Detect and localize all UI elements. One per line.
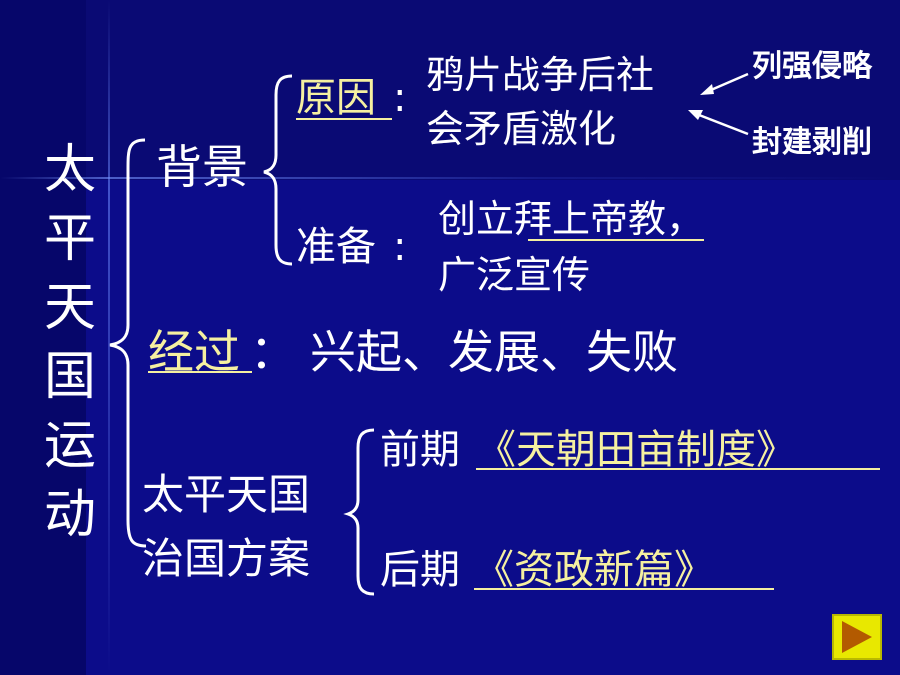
arrow-invasion-head [700, 84, 714, 95]
background-label: 背景 [156, 140, 248, 194]
arrow-exploitation-line [693, 111, 749, 136]
factor-exploitation: 封建剥削 [752, 125, 872, 160]
title-char: 动 [43, 485, 96, 545]
title-char: 天 [43, 278, 96, 338]
late-doc: 《资政新篇》 [474, 547, 714, 593]
cause-text-line2: 会矛盾激化 [426, 107, 617, 151]
cause-text-line1: 鸦片战争后社 [426, 53, 655, 97]
prep-colon: : [393, 224, 407, 270]
plan-label-line1: 太平天国 [142, 470, 311, 519]
glow-line-vertical [108, 0, 110, 675]
left-panel [0, 0, 86, 675]
cause-label: 原因 [296, 75, 376, 121]
main-brace [109, 138, 147, 548]
background-brace [263, 74, 293, 266]
plan-brace [343, 428, 375, 596]
plan-label-line2: 治国方案 [142, 534, 311, 583]
arrow-exploitation-head [688, 110, 703, 120]
title-char: 运 [43, 416, 96, 476]
course-colon: ： [250, 325, 296, 379]
title-char: 平 [43, 209, 96, 269]
top-band [86, 0, 900, 180]
prep-label: 准备 [296, 224, 376, 270]
prep-text-line1: 创立拜上帝教， [438, 197, 705, 241]
factor-invasion: 列强侵略 [752, 49, 872, 84]
next-slide-button[interactable] [832, 614, 882, 660]
course-label: 经过 [148, 325, 240, 379]
prep-text-line2: 广泛宣传 [438, 253, 591, 297]
glow-line-horizontal [0, 177, 900, 179]
play-arrow-icon [842, 621, 872, 653]
late-label: 后期 [380, 547, 460, 593]
early-doc: 《天朝田亩制度》 [476, 427, 796, 473]
title-char: 太 [43, 140, 96, 200]
title-char: 国 [43, 347, 96, 407]
course-text: 兴起、发展、失败 [310, 325, 678, 379]
cause-colon: : [393, 75, 407, 121]
early-label: 前期 [380, 427, 460, 473]
main-title: 太 平 天 国 运 动 [40, 136, 100, 550]
